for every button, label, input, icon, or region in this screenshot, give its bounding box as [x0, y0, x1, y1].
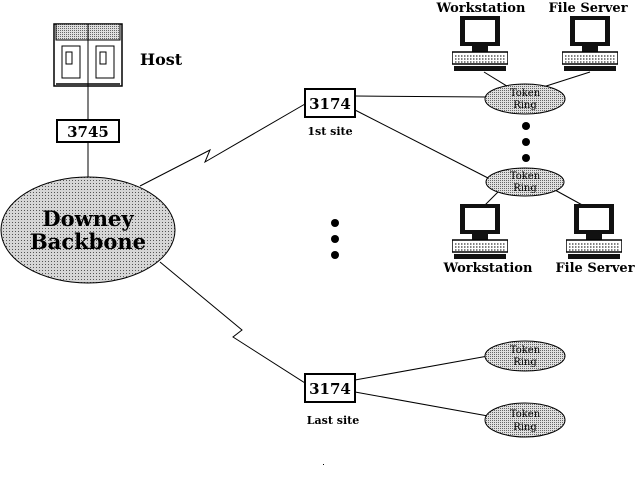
- token-ring-4-line1: Token: [510, 409, 541, 420]
- site-last-3174: 3174 Last site: [304, 373, 359, 427]
- fileserver-1-icon: [562, 16, 618, 72]
- token-ring-3-line1: Token: [510, 345, 541, 356]
- controller-3745: 3745: [56, 119, 120, 143]
- continuation-dots: [331, 122, 530, 259]
- connections: [87, 71, 596, 417]
- site1-to-ring2-link: [354, 109, 489, 179]
- site-last-to-ring4-link: [354, 391, 489, 417]
- site-last-box-label: 3174: [309, 380, 351, 398]
- ring1-to-fileserver1-link: [539, 71, 591, 89]
- token-ring-3: Token Ring: [484, 340, 566, 372]
- site-last-caption: Last site: [307, 414, 359, 427]
- token-ring-1: Token Ring: [484, 83, 566, 115]
- fileserver-2-icon: [566, 204, 622, 260]
- backbone-to-first-site-link: [139, 103, 306, 187]
- token-ring-2: Token Ring: [485, 167, 565, 197]
- controller-3745-label: 3745: [67, 123, 109, 141]
- host-mainframe: [53, 23, 123, 87]
- site-first-caption: 1st site: [307, 125, 352, 138]
- token-ring-4: Token Ring: [484, 402, 566, 438]
- workstation-1-icon: [452, 16, 508, 72]
- workstation-2-icon: [452, 204, 508, 260]
- fileserver-2-label: File Server: [555, 261, 634, 276]
- token-ring-1-line1: Token: [510, 88, 541, 99]
- downey-backbone: Downey Backbone: [0, 176, 176, 284]
- site-first-3174: 3174 1st site: [304, 88, 356, 138]
- token-ring-2-line2: Ring: [513, 183, 537, 194]
- token-ring-2-line1: Token: [510, 171, 541, 182]
- backbone-label-line1: Downey: [42, 206, 134, 231]
- token-ring-3-line2: Ring: [513, 357, 537, 368]
- workstation-1-label: Workstation: [436, 1, 526, 16]
- speck: [323, 464, 324, 465]
- workstation-2-label: Workstation: [443, 261, 533, 276]
- token-ring-4-line2: Ring: [513, 422, 537, 433]
- backbone-to-last-site-link: [159, 261, 306, 384]
- host-label: Host: [140, 50, 183, 69]
- backbone-label-line2: Backbone: [30, 229, 146, 254]
- site-last-to-ring3-link: [354, 355, 489, 381]
- token-ring-1-line2: Ring: [513, 100, 537, 111]
- fileserver-1-label: File Server: [548, 1, 627, 16]
- site-first-box-label: 3174: [309, 95, 351, 113]
- site1-to-ring1-link: [354, 95, 489, 98]
